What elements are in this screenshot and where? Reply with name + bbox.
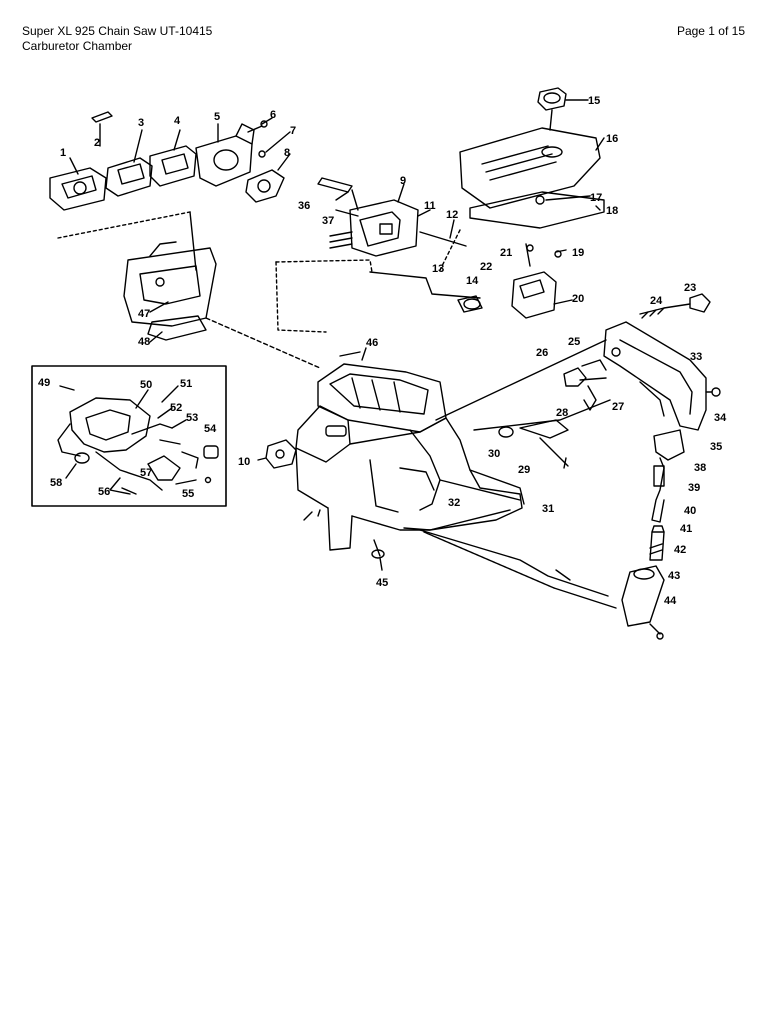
callout-2: 2: [94, 137, 100, 149]
callout-51: 51: [180, 378, 192, 390]
callout-5: 5: [214, 111, 220, 123]
callout-34: 34: [714, 412, 727, 424]
callout-31: 31: [542, 503, 554, 515]
page-indicator: Page 1 of 15: [676, 24, 745, 38]
callout-38: 38: [694, 462, 706, 474]
callout-1: 1: [60, 147, 66, 159]
callout-25: 25: [568, 336, 580, 348]
callout-9: 9: [400, 175, 406, 187]
callout-17: 17: [590, 192, 602, 204]
callout-57: 57: [140, 467, 152, 479]
callout-55: 55: [182, 488, 194, 500]
callout-14: 14: [466, 275, 479, 287]
callout-37: 37: [322, 215, 334, 227]
callout-10: 10: [238, 456, 250, 468]
callout-11: 11: [424, 200, 436, 212]
callout-39: 39: [688, 482, 700, 494]
callout-28: 28: [556, 407, 568, 419]
callout-19: 19: [572, 247, 584, 259]
callout-52: 52: [170, 402, 182, 414]
callout-3: 3: [138, 117, 144, 129]
callout-20: 20: [572, 293, 584, 305]
callout-36: 36: [298, 200, 310, 212]
document-title: Super XL 925 Chain Saw UT-10415: [22, 24, 213, 38]
callout-13: 13: [432, 263, 444, 275]
document-subtitle: Carburetor Chamber: [22, 39, 133, 53]
callout-26: 26: [536, 347, 548, 359]
callout-41: 41: [680, 523, 692, 535]
parts-diagram-svg: 1 2 3 4 5 6 7 8 9 10 11 12 13 14 15 16 1…: [31, 87, 727, 640]
callout-7: 7: [290, 125, 296, 137]
callout-53: 53: [186, 412, 198, 424]
callout-4: 4: [174, 115, 181, 127]
callout-50: 50: [140, 379, 152, 391]
intake-stack-drawing: [49, 111, 291, 271]
air-filter-cover-drawing: [439, 87, 605, 271]
callout-44: 44: [664, 595, 677, 607]
callout-15: 15: [588, 95, 600, 107]
callout-49: 49: [38, 377, 50, 389]
callout-29: 29: [518, 464, 530, 476]
page-header: Super XL 925 Chain Saw UT-10415 Carburet…: [0, 0, 768, 60]
callout-43: 43: [668, 570, 680, 582]
callout-46: 46: [366, 337, 378, 349]
callout-12: 12: [446, 209, 458, 221]
inset-detail-drawing: [57, 385, 219, 495]
callout-16: 16: [606, 133, 618, 145]
carburetor-drawing: [317, 177, 467, 257]
callout-labels: 1 2 3 4 5 6 7 8 9 10 11 12 13 14 15 16 1…: [38, 95, 727, 607]
callout-23: 23: [684, 282, 696, 294]
inset-box: [31, 365, 227, 507]
manifold-bracket-drawing: [123, 241, 321, 369]
throttle-linkage-drawing: [275, 243, 573, 333]
callout-22: 22: [480, 261, 492, 273]
callout-45: 45: [376, 577, 388, 589]
throttle-lever-drawing: [519, 293, 721, 469]
callout-8: 8: [284, 147, 290, 159]
callout-21: 21: [500, 247, 512, 259]
callout-58: 58: [50, 477, 62, 489]
callout-24: 24: [650, 295, 663, 307]
trigger-stack-drawing: [419, 457, 665, 640]
callout-54: 54: [204, 423, 217, 435]
callout-18: 18: [606, 205, 618, 217]
callout-42: 42: [674, 544, 686, 556]
callout-47: 47: [138, 308, 150, 320]
callout-35: 35: [710, 441, 722, 453]
callout-6: 6: [270, 109, 276, 121]
exploded-parts-diagram: 1 2 3 4 5 6 7 8 9 10 11 12 13 14 15 16 1…: [0, 60, 768, 660]
callout-30: 30: [488, 448, 500, 460]
callout-40: 40: [684, 505, 696, 517]
carburetor-chamber-housing: [295, 339, 611, 571]
callout-48: 48: [138, 336, 150, 348]
callout-32: 32: [448, 497, 460, 509]
callout-33: 33: [690, 351, 702, 363]
callout-27: 27: [612, 401, 624, 413]
part-10-drawing: [257, 439, 297, 469]
callout-56: 56: [98, 486, 110, 498]
